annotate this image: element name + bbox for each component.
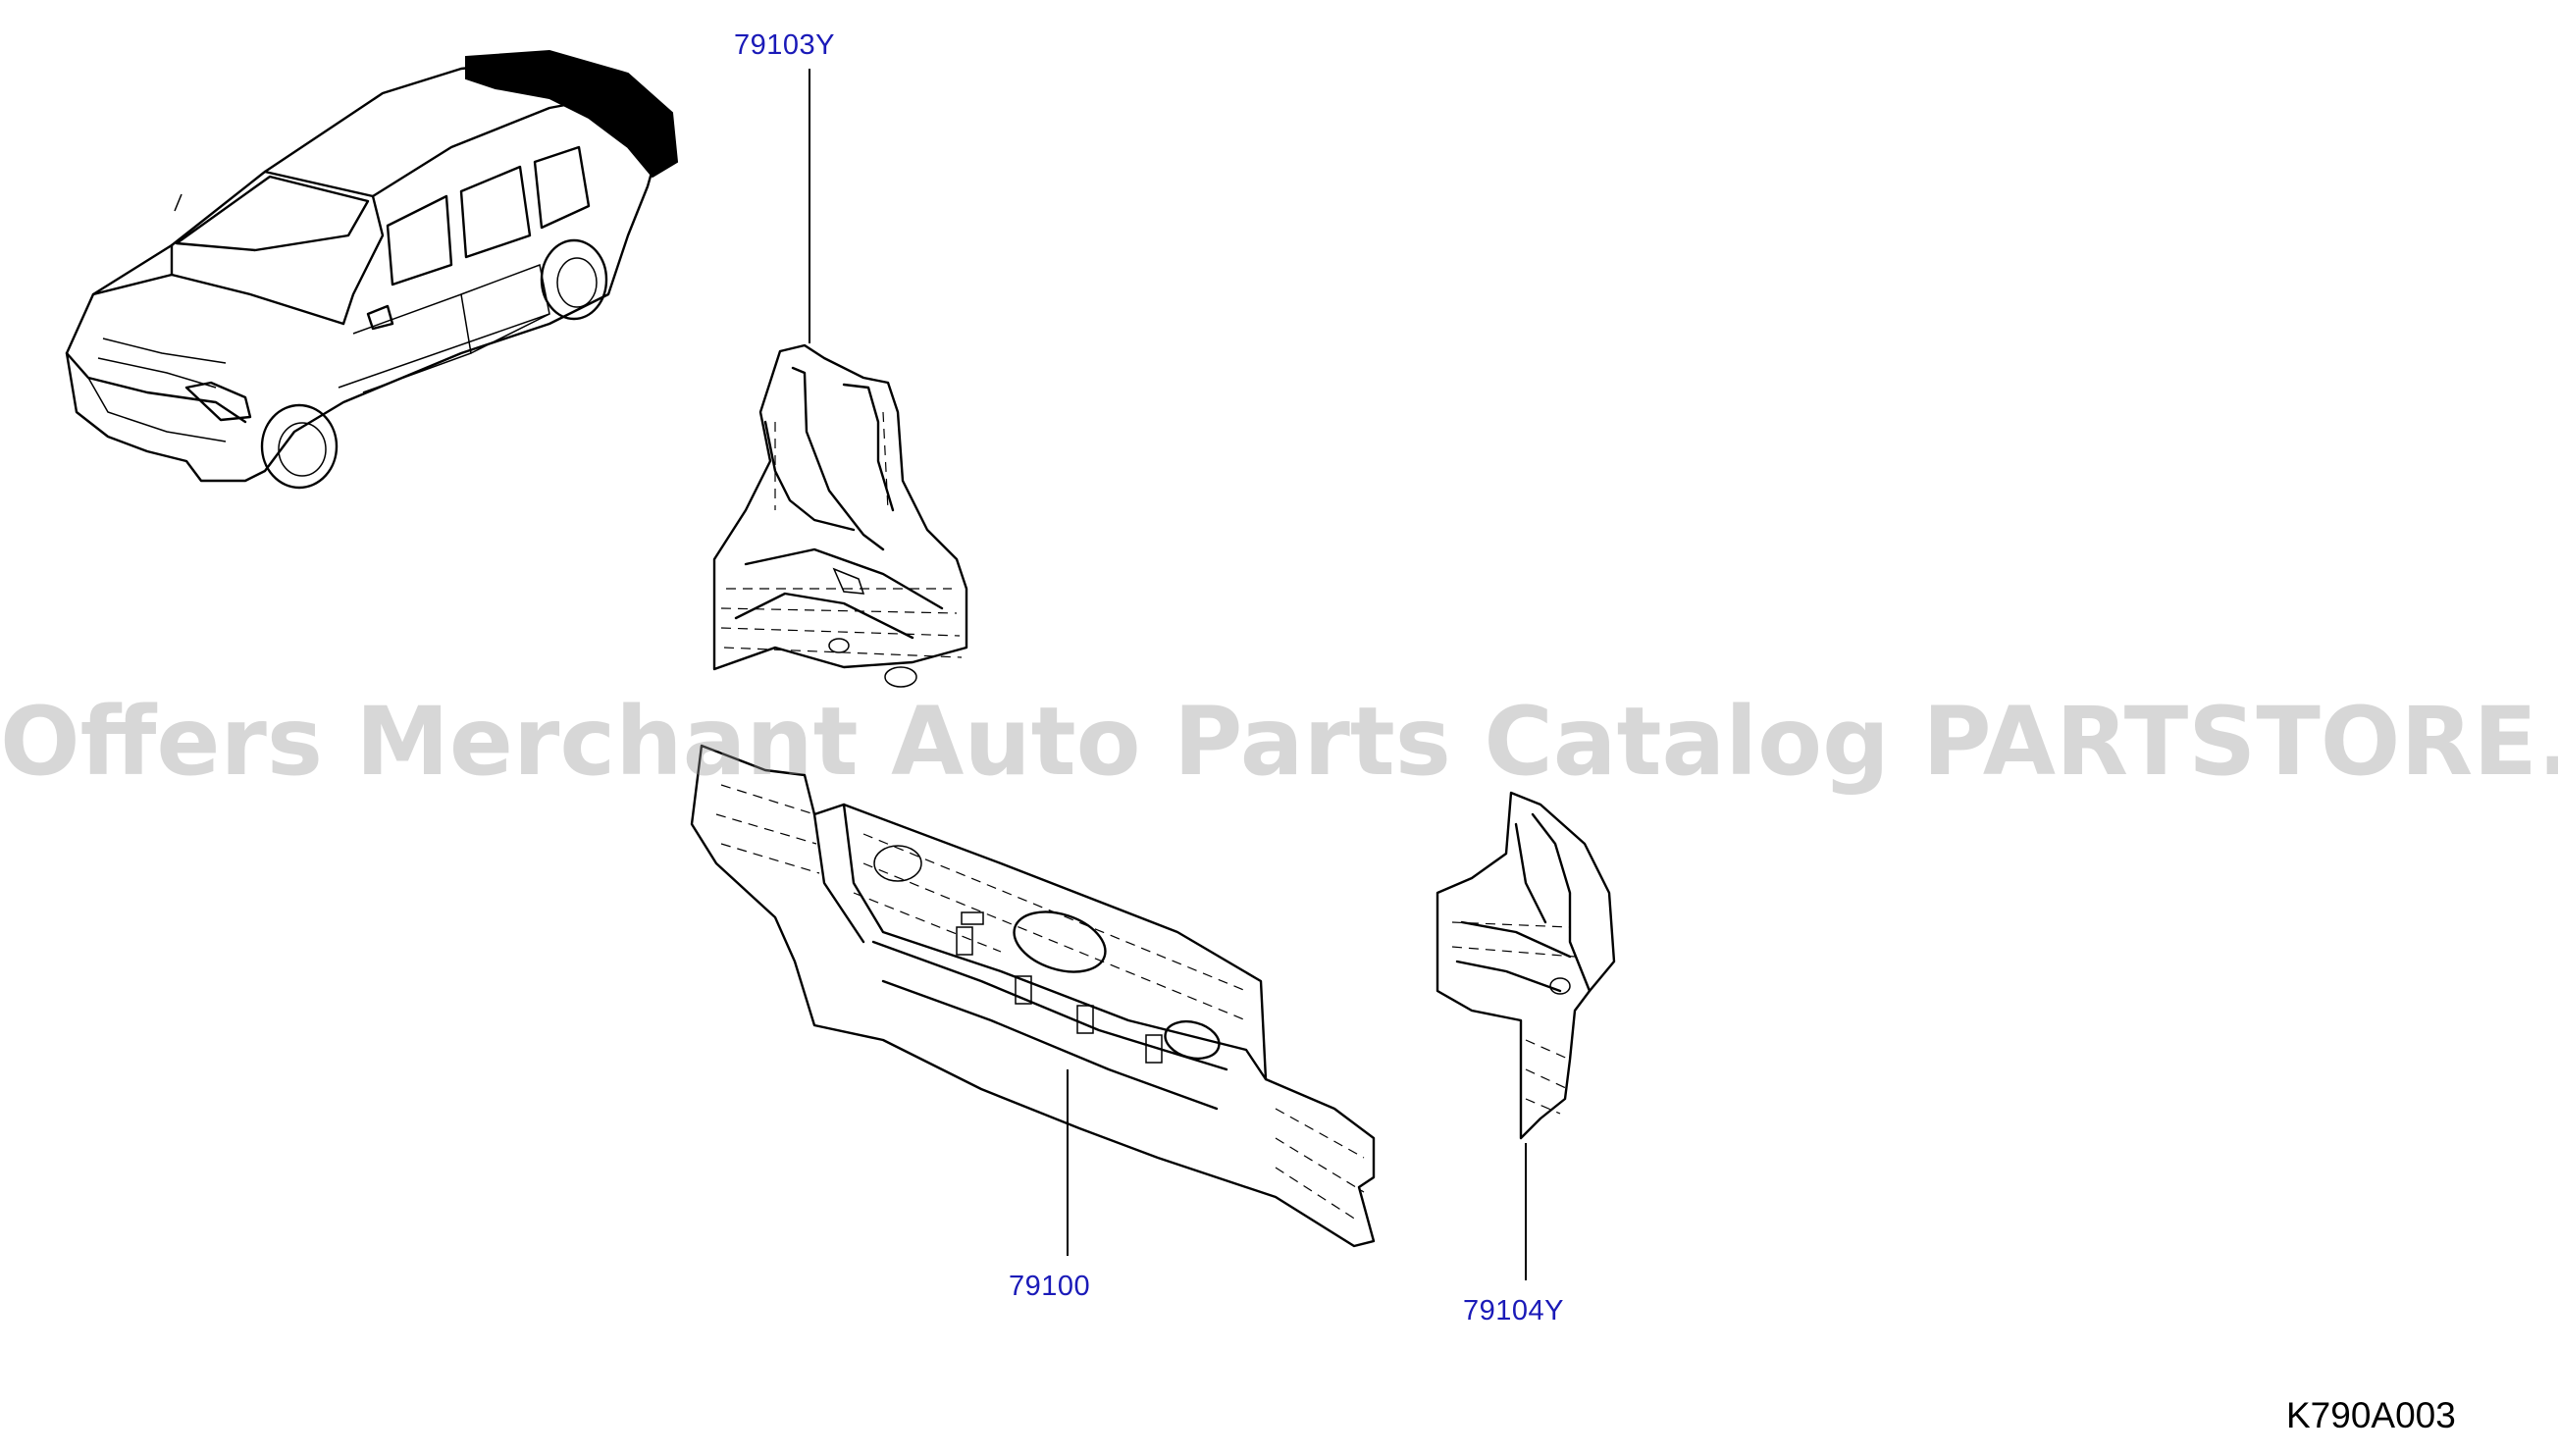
part-label-79100[interactable]: 79100: [1009, 1271, 1091, 1302]
car-thumbnail-icon: [65, 49, 679, 490]
part-79103Y-drawing: [712, 343, 968, 688]
part-label-79104Y[interactable]: 79104Y: [1463, 1295, 1564, 1326]
part-79100-drawing: [690, 744, 1376, 1248]
part-79104Y-drawing: [1436, 791, 1616, 1140]
diagram-code: K790A003: [2286, 1395, 2456, 1435]
part-label-79103Y[interactable]: 79103Y: [734, 29, 835, 61]
